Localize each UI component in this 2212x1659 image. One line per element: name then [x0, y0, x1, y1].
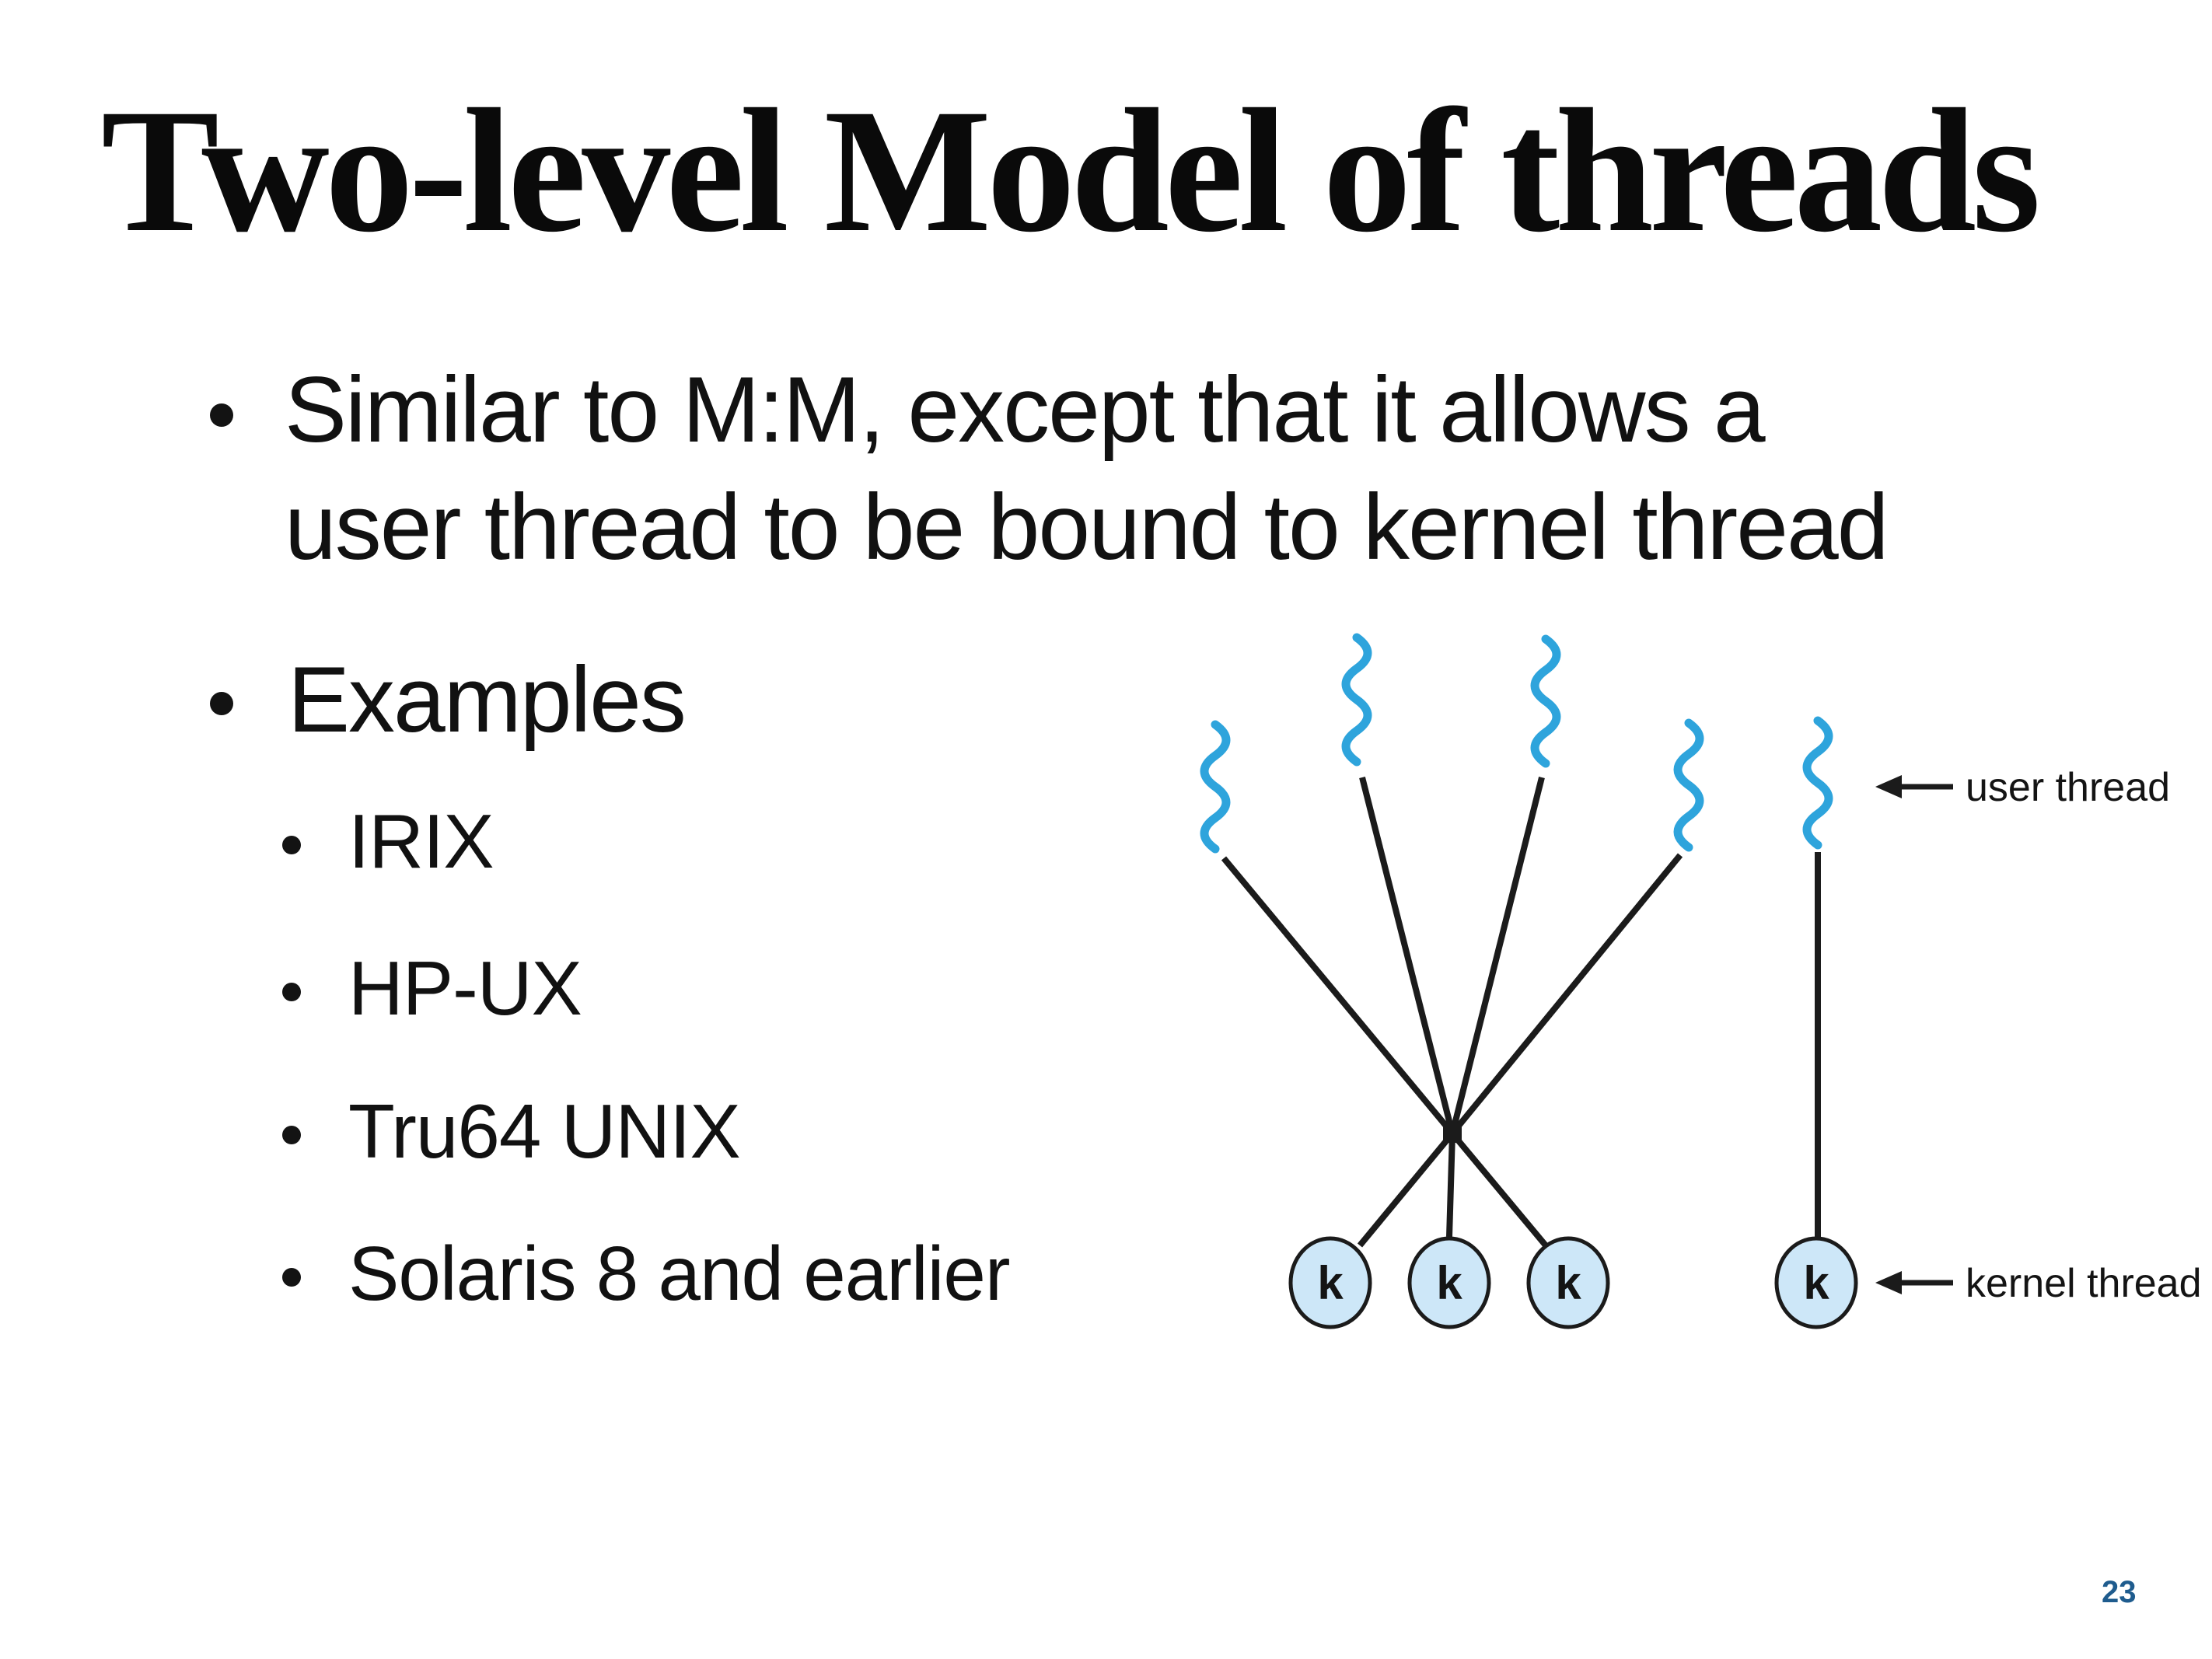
left-arrow-icon: [1875, 775, 1902, 798]
bullet-similar-to-mm: Similar to M:M, except that it allows a …: [285, 351, 1889, 586]
left-arrow-icon: [1875, 1271, 1902, 1294]
kernel-thread-node: [1407, 1236, 1491, 1329]
thread-connector-line: [1446, 1133, 1455, 1238]
thread-connector-line: [1221, 856, 1455, 1136]
junction-dot: [1443, 1124, 1462, 1143]
page-number: 23: [2102, 1575, 2137, 1609]
kernel-node-label: k: [1436, 1257, 1462, 1309]
page-title: Two-level Model of threads: [101, 73, 2041, 269]
user-thread-callout: user thread: [1875, 765, 2170, 810]
thread-connector-line: [1449, 777, 1545, 1134]
user-thread-label: user thread: [1966, 765, 2170, 810]
bullet-line: user thread to be bound to kernel thread: [285, 475, 1889, 579]
list-item-hpux: HP-UX: [348, 945, 582, 1031]
kernel-thread-node: [1288, 1236, 1372, 1329]
user-thread-squiggle: [1673, 718, 1704, 852]
bullet-dot: [282, 836, 301, 854]
bullet-dot: [210, 692, 233, 715]
list-item-solaris8: Solaris 8 and earlier: [348, 1231, 1011, 1316]
kernel-thread-node: [1774, 1236, 1858, 1329]
bullet-dot: [210, 403, 233, 427]
kernel-thread-node: [1526, 1236, 1610, 1329]
list-item-irix: IRIX: [348, 798, 494, 884]
user-thread-squiggle: [1802, 716, 1833, 850]
thread-connector-line: [1449, 1131, 1549, 1248]
kernel-node-label: k: [1317, 1257, 1344, 1309]
kernel-thread-callout: kernel thread: [1875, 1261, 2202, 1306]
bullet-examples: Examples: [288, 648, 687, 752]
user-thread-squiggle: [1530, 634, 1561, 768]
bullet-dot: [282, 1126, 301, 1144]
user-thread-squiggle: [1200, 720, 1231, 854]
kernel-thread-label: kernel thread: [1966, 1261, 2202, 1306]
bullet-dot: [282, 983, 301, 1001]
thread-connector-line: [1449, 853, 1683, 1136]
thread-connector-line: [1359, 777, 1455, 1134]
two-level-thread-diagram: k k k k user thread kernel thread: [1200, 633, 2202, 1329]
kernel-node-label: k: [1803, 1257, 1829, 1309]
user-thread-squiggle: [1341, 633, 1372, 767]
bullet-line: Similar to M:M, except that it allows a: [285, 358, 1766, 462]
kernel-node-label: k: [1555, 1257, 1581, 1309]
bullet-dot: [282, 1268, 301, 1287]
thread-connector-line: [1357, 1131, 1455, 1248]
list-item-tru64: Tru64 UNIX: [348, 1088, 741, 1174]
